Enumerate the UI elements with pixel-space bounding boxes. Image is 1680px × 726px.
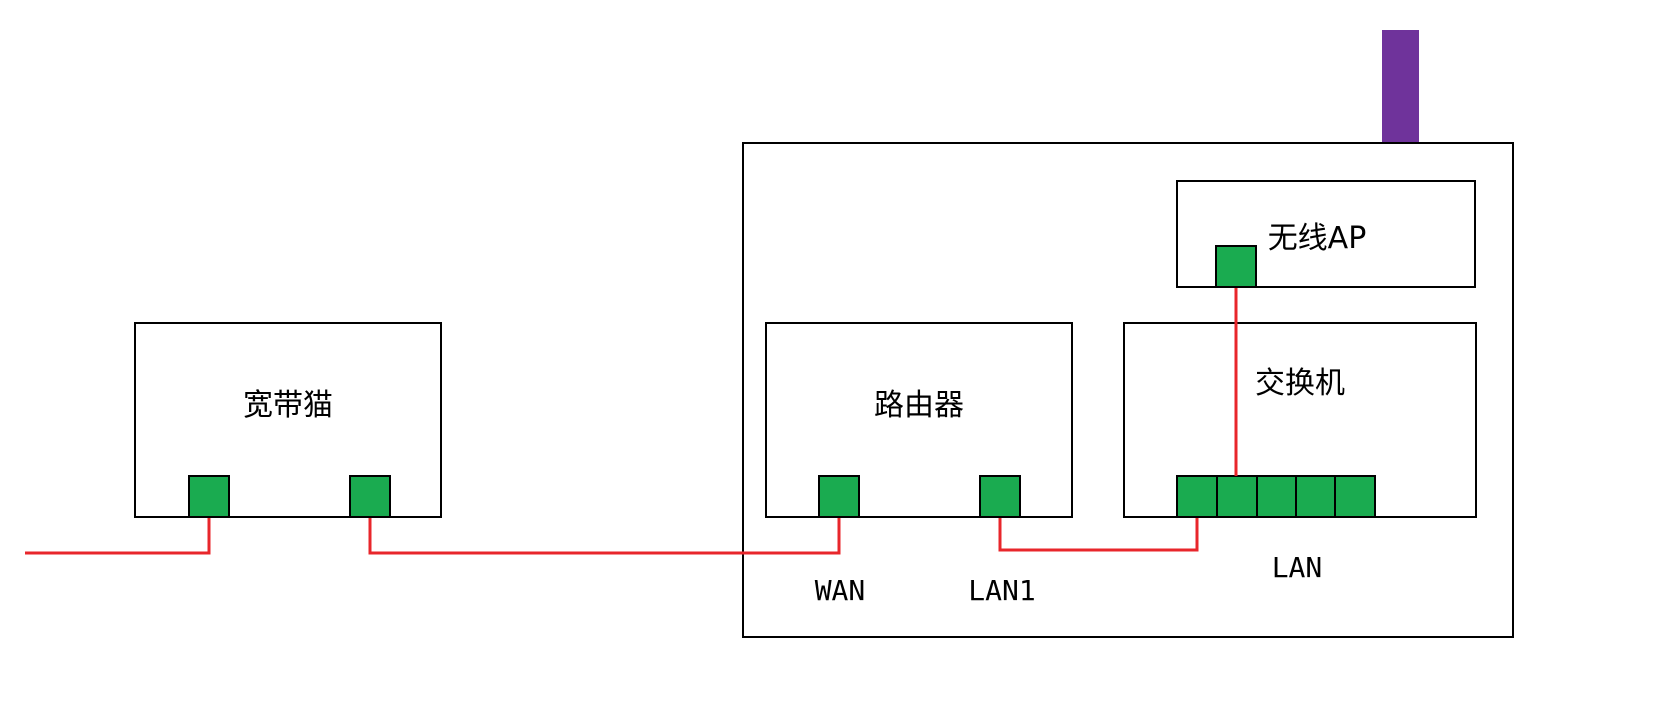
switch-port xyxy=(1216,475,1258,518)
lan1-label: LAN1 xyxy=(968,574,1035,607)
router-device: 路由器 xyxy=(765,322,1073,518)
modem-device: 宽带猫 xyxy=(134,322,442,518)
router-lan1-port xyxy=(979,475,1021,518)
switch-device: 交换机 xyxy=(1123,322,1477,518)
ap-label: 无线AP xyxy=(1268,221,1367,256)
router-wan-port xyxy=(818,475,860,518)
switch-port xyxy=(1256,475,1297,518)
modem-port-lan xyxy=(349,475,391,518)
ap-device: 无线AP xyxy=(1176,180,1476,288)
switch-port xyxy=(1334,475,1376,518)
wan-label: WAN xyxy=(815,574,866,607)
ap-port xyxy=(1215,245,1257,288)
wire-modem-to-wan xyxy=(368,518,841,555)
wire-lan1-to-switch xyxy=(998,518,1199,552)
wire-incoming xyxy=(25,518,211,555)
router-label: 路由器 xyxy=(874,388,964,423)
switch-label: 交换机 xyxy=(1255,366,1345,401)
modem-port-line xyxy=(188,475,230,518)
switch-port xyxy=(1295,475,1336,518)
modem-label: 宽带猫 xyxy=(243,388,333,423)
switch-port xyxy=(1176,475,1218,518)
lan-label: LAN xyxy=(1272,551,1323,584)
